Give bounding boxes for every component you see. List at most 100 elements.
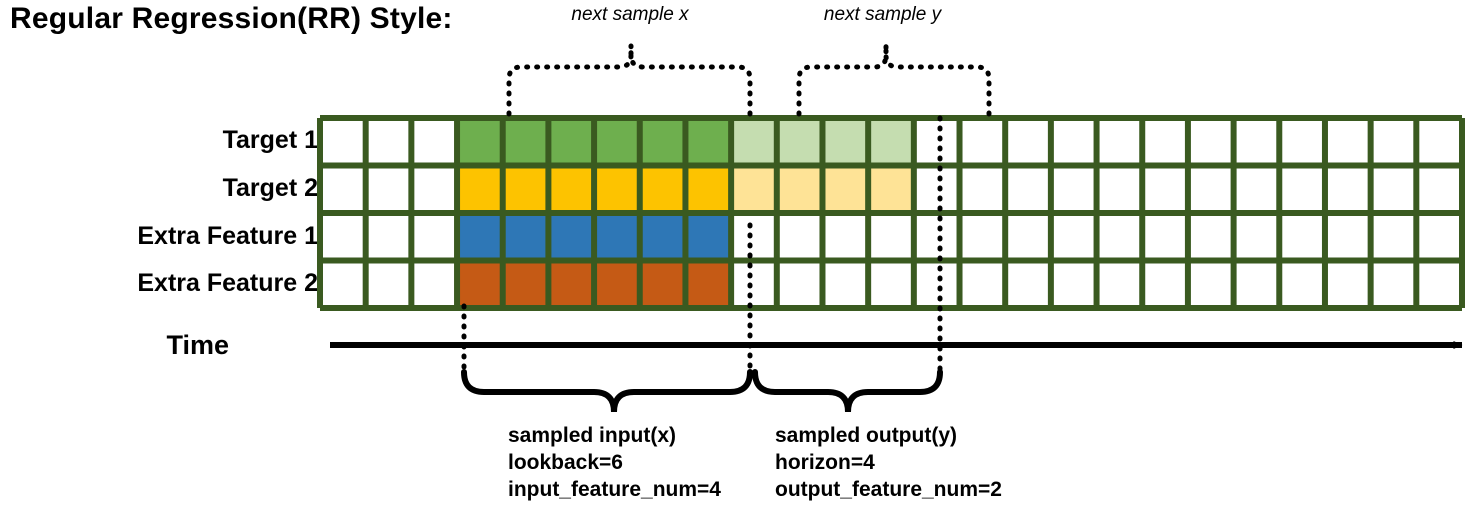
top-bracket-next-sample-x [506,43,753,117]
grid-cell [1279,260,1325,308]
grid-cell [502,260,549,308]
grid-cell [1187,165,1234,213]
grid-cell [1370,118,1417,166]
grid-cell [959,213,1006,261]
grid-cell [639,260,686,308]
grid-cell [365,165,412,213]
grid-cell [822,165,869,213]
grid-cell [1005,118,1051,166]
grid-cell [913,165,960,213]
row-label-target-1: Target 1 [222,126,318,154]
grid-cell [685,118,732,166]
grid-cell [320,213,366,261]
grid-cell [1050,118,1097,166]
grid-cell [1050,213,1097,261]
grid-cell [868,118,914,166]
grid-cell [731,165,777,213]
grid-cell [411,118,458,166]
grid-cell [1370,260,1417,308]
grid-cell [457,260,503,308]
grid-cell [1416,165,1462,213]
grid-cell [1324,118,1371,166]
grid-cell [959,260,1006,308]
grid-cell [913,118,960,166]
grid-cell [731,213,777,261]
grid-cell [1005,165,1051,213]
grid-cell [685,213,732,261]
grid-cell [1233,260,1280,308]
grid-cell [1050,165,1097,213]
grid-cell [822,260,869,308]
grid-cell [776,165,823,213]
grid-cell [411,213,458,261]
grid-cell [639,213,686,261]
grid-cell [959,118,1006,166]
row-label-extra-feature-2: Extra Feature 2 [137,269,318,297]
top-bracket-label-next-sample-y: next sample y [823,4,942,25]
top-bracket-label-next-sample-x: next sample x [571,4,689,25]
grid-cell [913,213,960,261]
horizon-value: horizon=4 [775,450,875,474]
grid-cell [776,118,823,166]
grid-cell [1416,118,1462,166]
grid-cell [685,165,732,213]
grid-cell [502,213,549,261]
grid-cell [502,165,549,213]
lookback-value: lookback=6 [508,450,623,474]
grid-cell [1233,118,1280,166]
grid-cell [548,213,595,261]
grid-cell [1370,165,1417,213]
grid-cell [1096,118,1143,166]
sampled-input-title: sampled input(x) [508,424,677,447]
sampled-output-title: sampled output(y) [775,424,957,447]
grid-cell [913,260,960,308]
grid-cell [731,260,777,308]
page-title: Regular Regression(RR) Style: [10,2,453,35]
grid-cell [1096,165,1143,213]
row-label-target-2: Target 2 [222,174,318,202]
grid-cell [1142,165,1188,213]
grid-cell [959,165,1006,213]
grid-cell [1324,213,1371,261]
grid-cell [639,118,686,166]
grid-cell [594,260,640,308]
grid-cell [1005,260,1051,308]
grid-cell [1187,213,1234,261]
grid-cell [1050,260,1097,308]
grid-cell [1233,165,1280,213]
bottom-annotation-output: sampled output(y) horizon=4 output_featu… [775,423,1002,504]
grid-cell [548,165,595,213]
grid-cell [1096,260,1143,308]
grid-cell [411,260,458,308]
grid-cell [776,260,823,308]
grid-cell [868,260,914,308]
input-feature-num-value: input_feature_num=4 [508,477,721,501]
grid-cell [1416,260,1462,308]
grid-cell [868,165,914,213]
grid-cell [639,165,686,213]
row-label-extra-feature-1: Extra Feature 1 [137,222,318,250]
grid-lines [317,115,1465,311]
bottom-bracket-input [461,369,753,413]
grid-cell [731,118,777,166]
grid-cell [1142,118,1188,166]
grid-cell [1279,118,1325,166]
grid-cell [1233,213,1280,261]
grid-cell [411,165,458,213]
grid-cell [457,118,503,166]
grid-cell [320,165,366,213]
bottom-bracket-output [752,369,943,413]
grid-cell [685,260,732,308]
output-feature-num-value: output_feature_num=2 [775,477,1002,501]
grid-cell [457,213,503,261]
grid-cell [1187,260,1234,308]
grid-cell [1187,118,1234,166]
grid-cell [1142,260,1188,308]
time-axis-label: Time [166,330,229,360]
grid-cell [548,260,595,308]
grid-cell [365,260,412,308]
grid-cell [548,118,595,166]
grid-cell [776,213,823,261]
